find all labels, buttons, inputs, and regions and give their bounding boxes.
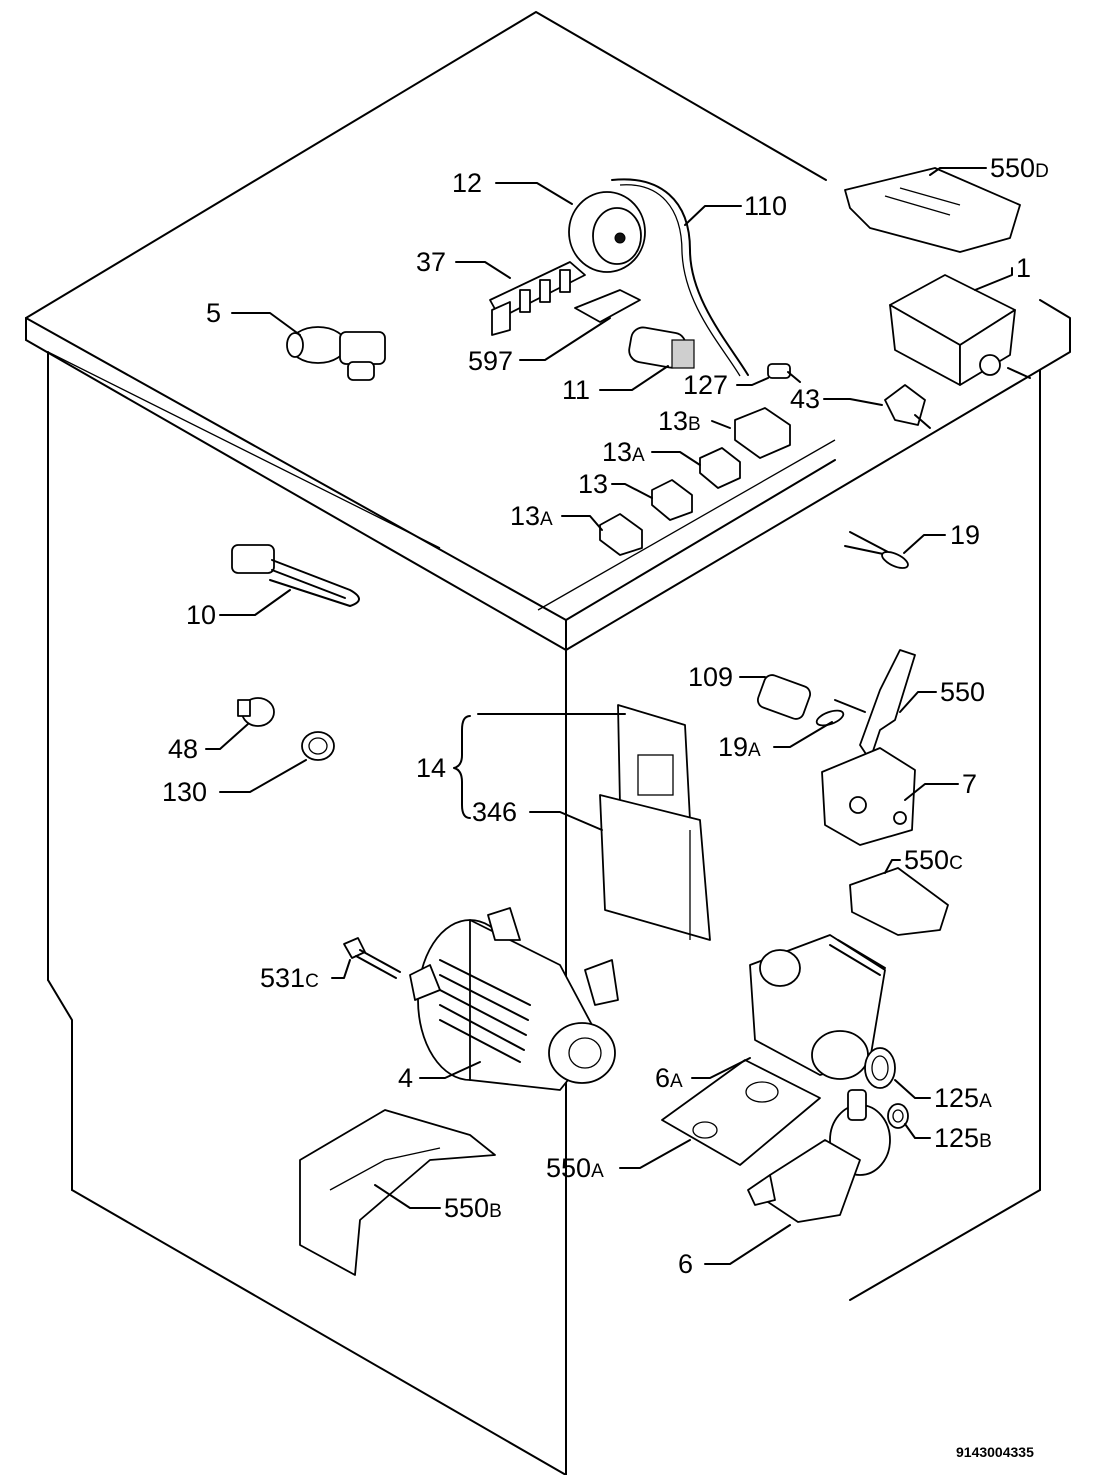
part-7-door-lock [821, 747, 916, 846]
part-48-indicator [237, 697, 275, 727]
callout-5: 5 [206, 298, 221, 328]
callout-550: 550 [940, 677, 985, 707]
part-13b-connector [734, 407, 791, 459]
callout-48: 48 [168, 734, 198, 764]
callout-7: 7 [962, 769, 977, 799]
callout-130: 130 [162, 777, 207, 807]
callout-43: 43 [790, 384, 820, 414]
callout-6: 6 [678, 1249, 693, 1279]
part-10-heating-element [231, 544, 360, 607]
part-13a-connector-upper [699, 447, 741, 489]
callout-125b: 125B [934, 1123, 992, 1153]
part-6-drain-pump [747, 1089, 891, 1223]
part-6a-filter-housing [749, 934, 886, 1080]
callout-13a-lower: 13A [510, 501, 553, 531]
callout-550b: 550B [444, 1193, 502, 1223]
part-346-dispenser-housing [599, 794, 711, 941]
part-13a-connector-lower [599, 513, 643, 556]
callout-110: 110 [744, 191, 787, 221]
part-550d-cover-plate [844, 167, 1021, 253]
callout-19a: 19A [718, 732, 761, 762]
callout-550c: 550C [904, 845, 963, 875]
callout-125a: 125A [934, 1083, 992, 1113]
callout-4: 4 [398, 1063, 413, 1093]
part-19a-sensor [815, 699, 866, 727]
callout-550a: 550A [546, 1153, 604, 1183]
part-12-pressure-switch [568, 191, 646, 273]
part-5-solenoid-valve [286, 326, 386, 381]
part-109-clip [756, 674, 812, 720]
part-43-switch [884, 384, 931, 429]
part-531c-bolt [343, 937, 401, 979]
part-550b-shield [299, 1109, 496, 1276]
callout-labels: 12 110 550D 37 1 5 597 11 127 43 13B 13A… [162, 153, 1049, 1279]
part-550a-cover [661, 1059, 821, 1166]
part-11-capacitor [628, 326, 695, 369]
callout-550d: 550D [990, 153, 1049, 183]
callout-346: 346 [472, 797, 517, 827]
callout-11: 11 [562, 375, 590, 405]
part-550c-cover [849, 867, 949, 936]
callout-6a: 6A [655, 1063, 683, 1093]
callout-14: 14 [416, 753, 446, 783]
part-125b-seal [887, 1103, 909, 1129]
cabinet-outline [25, 11, 1071, 1475]
part-37-terminal-block [489, 261, 586, 336]
part-130-knob [301, 731, 335, 761]
callout-37: 37 [416, 247, 446, 277]
callout-1: 1 [1016, 253, 1031, 283]
part-1-programmer [889, 274, 1031, 386]
callout-10: 10 [186, 600, 216, 630]
part-127-plug [767, 363, 801, 383]
callout-127: 127 [683, 370, 728, 400]
part-19-sensor [844, 531, 909, 569]
part-125a-seal [864, 1047, 896, 1089]
callout-brace-14 [453, 715, 471, 819]
part-550-lever [859, 649, 916, 761]
part-13-connector [651, 479, 693, 521]
callout-19: 19 [950, 520, 980, 550]
part-597-bracket [574, 289, 641, 323]
part-110-hose [611, 178, 749, 377]
document-number: 9143004335 [956, 1444, 1034, 1460]
callout-12: 12 [452, 168, 482, 198]
callout-109: 109 [688, 662, 733, 692]
callout-13b: 13B [658, 406, 701, 436]
callout-531c: 531C [260, 963, 319, 993]
callout-597: 597 [468, 346, 513, 376]
callout-13: 13 [578, 469, 608, 499]
callout-13a-upper: 13A [602, 437, 645, 467]
leader-lines [205, 167, 1013, 1265]
part-4-motor [409, 907, 619, 1091]
